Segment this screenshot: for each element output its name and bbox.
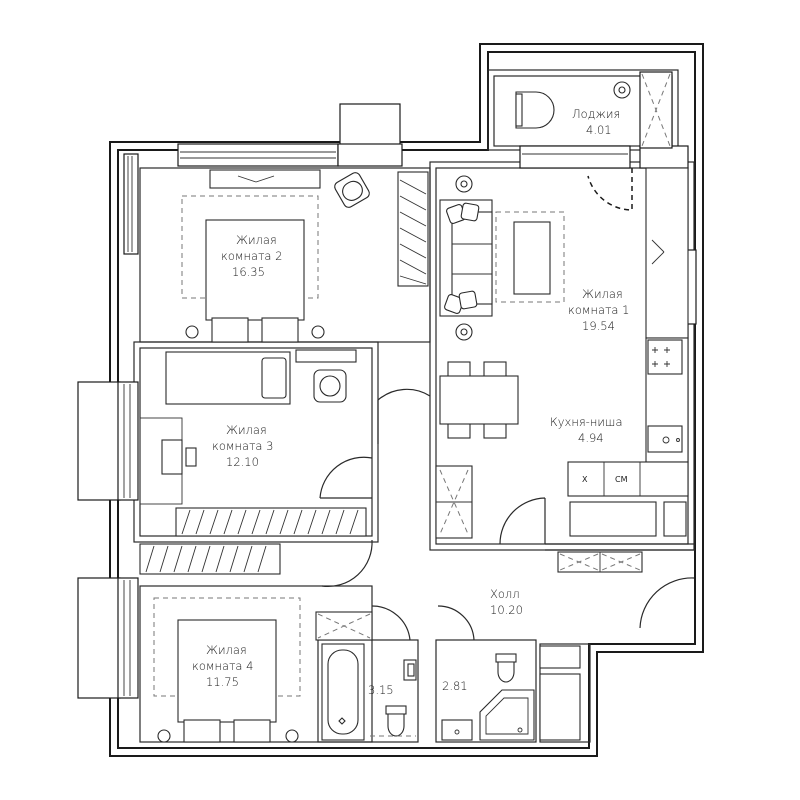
washer-label: СМ bbox=[615, 475, 628, 484]
room4-furniture bbox=[139, 543, 301, 743]
living1-name-1: Жилая bbox=[582, 287, 623, 301]
living2-area: 16.35 bbox=[232, 265, 265, 279]
living1-area: 19.54 bbox=[582, 319, 615, 333]
living4-area: 11.75 bbox=[206, 675, 239, 689]
living2-name-1: Жилая bbox=[236, 233, 277, 247]
bath1-area: 3.15 bbox=[368, 683, 394, 697]
fridge-label: Х bbox=[582, 475, 588, 484]
hall-furniture bbox=[315, 551, 643, 741]
room-labels: Лоджия 4.01 Жилая комната 2 16.35 Жилая … bbox=[192, 107, 629, 697]
loggia-furniture bbox=[515, 81, 631, 129]
doors bbox=[319, 168, 695, 641]
kitchen-name: Кухня-ниша bbox=[550, 415, 623, 429]
bath2-area: 2.81 bbox=[442, 679, 468, 693]
living3-name-1: Жилая bbox=[226, 423, 267, 437]
living4-name-2: комната 4 bbox=[192, 659, 253, 673]
living2-name-2: комната 2 bbox=[221, 249, 282, 263]
room2-furniture bbox=[181, 169, 429, 343]
living4-name-1: Жилая bbox=[206, 643, 247, 657]
bath-furniture bbox=[321, 643, 535, 741]
windows bbox=[77, 71, 697, 699]
hall-name: Холл bbox=[490, 587, 520, 601]
kitchen-area: 4.94 bbox=[578, 431, 604, 445]
living3-name-2: комната 3 bbox=[212, 439, 273, 453]
living3-area: 12.10 bbox=[226, 455, 259, 469]
living1-furniture bbox=[435, 167, 689, 539]
hall-area: 10.20 bbox=[490, 603, 523, 617]
loggia-name: Лоджия bbox=[572, 107, 620, 121]
room3-furniture bbox=[139, 349, 367, 537]
living1-name-2: комната 1 bbox=[568, 303, 629, 317]
loggia-area: 4.01 bbox=[586, 123, 612, 137]
